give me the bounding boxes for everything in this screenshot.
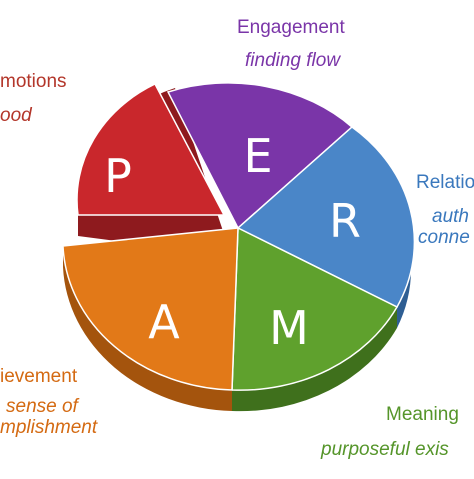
- achievement-subtitle-line2: mplishment: [0, 417, 98, 438]
- relationships-subtitle-line2: conne: [418, 227, 470, 248]
- positive-emotions-subtitle: ood: [0, 105, 32, 126]
- meaning-subtitle: purposeful exis: [321, 439, 449, 460]
- segment-p-letter: P: [104, 149, 132, 203]
- segment-m-top: [231, 226, 399, 391]
- segment-r-letter: R: [329, 194, 361, 248]
- meaning-title: Meaning: [386, 404, 459, 425]
- engagement-subtitle: finding flow: [245, 50, 341, 71]
- relationships-title: Relatio: [416, 172, 474, 193]
- segment-a-top: [62, 227, 239, 391]
- segment-a-side: [63, 246, 232, 411]
- segment-e-letter: E: [243, 129, 272, 183]
- segment-p-top: [76, 83, 226, 216]
- segment-r-top: [236, 126, 416, 308]
- positive-emotions-title: motions: [0, 71, 67, 92]
- segment-e-top: [166, 82, 354, 230]
- achievement-subtitle-line1: sense of: [6, 396, 78, 417]
- engagement-title: Engagement: [237, 17, 345, 38]
- segment-m-side: [232, 307, 397, 412]
- achievement-title: ievement: [0, 366, 78, 387]
- relationships-subtitle-line1: auth: [432, 206, 469, 227]
- segment-m-letter: M: [269, 301, 309, 355]
- segment-r-side: [397, 245, 412, 328]
- segment-a-letter: A: [148, 295, 180, 349]
